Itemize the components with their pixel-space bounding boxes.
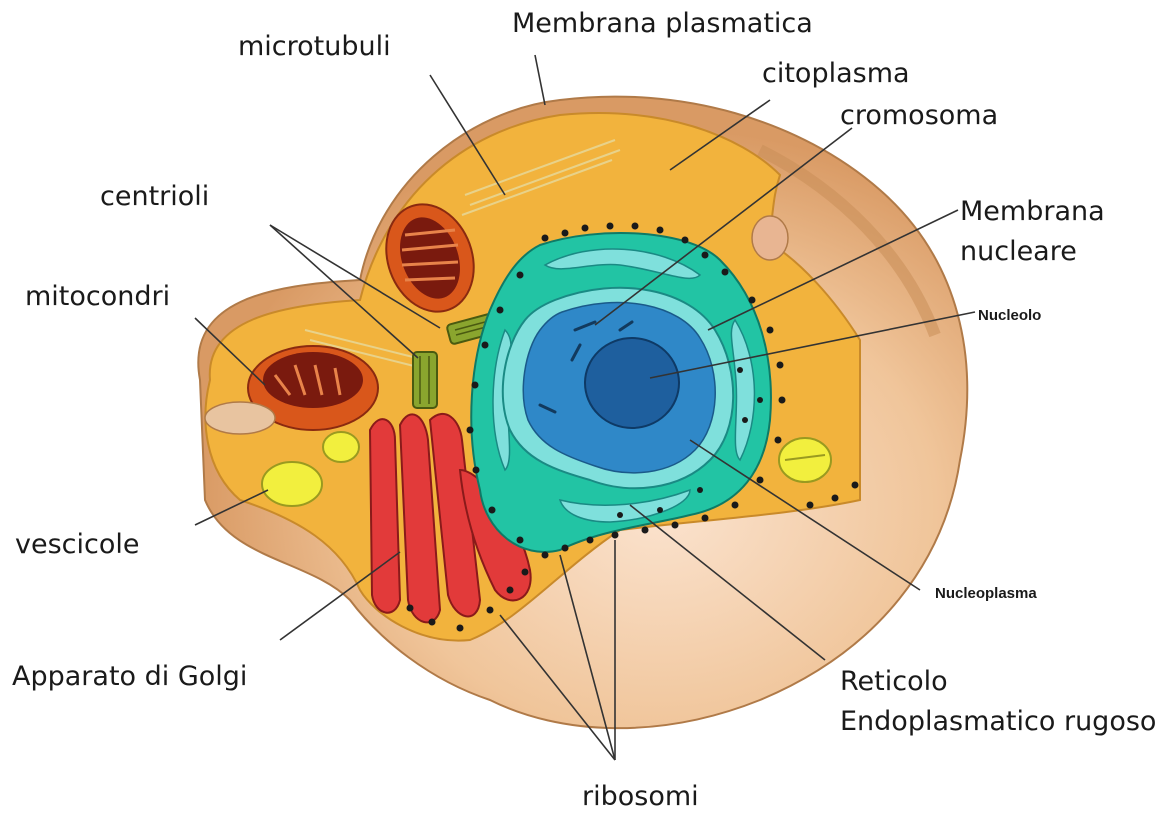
label-reticolo-2: Endoplasmatico rugoso <box>840 706 1156 737</box>
nucleolus <box>585 338 679 428</box>
label-citoplasma: citoplasma <box>762 58 910 89</box>
label-cromosoma: cromosoma <box>840 100 998 131</box>
label-membrana-nucleare-2: nucleare <box>960 236 1077 267</box>
label-nucleoplasma: Nucleoplasma <box>935 585 1037 602</box>
label-membrana-nucleare-1: Membrana <box>960 196 1105 227</box>
label-nucleolo: Nucleolo <box>978 307 1041 324</box>
label-ribosomi: ribosomi <box>582 781 699 812</box>
label-membrana-plasmatica: Membrana plasmatica <box>512 8 813 39</box>
label-mitocondri: mitocondri <box>25 281 170 312</box>
label-apparato-golgi: Apparato di Golgi <box>12 661 247 692</box>
label-vescicole: vescicole <box>15 529 139 560</box>
label-microtubuli: microtubuli <box>238 31 391 62</box>
label-reticolo-1: Reticolo <box>840 666 948 697</box>
label-centrioli: centrioli <box>100 181 209 212</box>
